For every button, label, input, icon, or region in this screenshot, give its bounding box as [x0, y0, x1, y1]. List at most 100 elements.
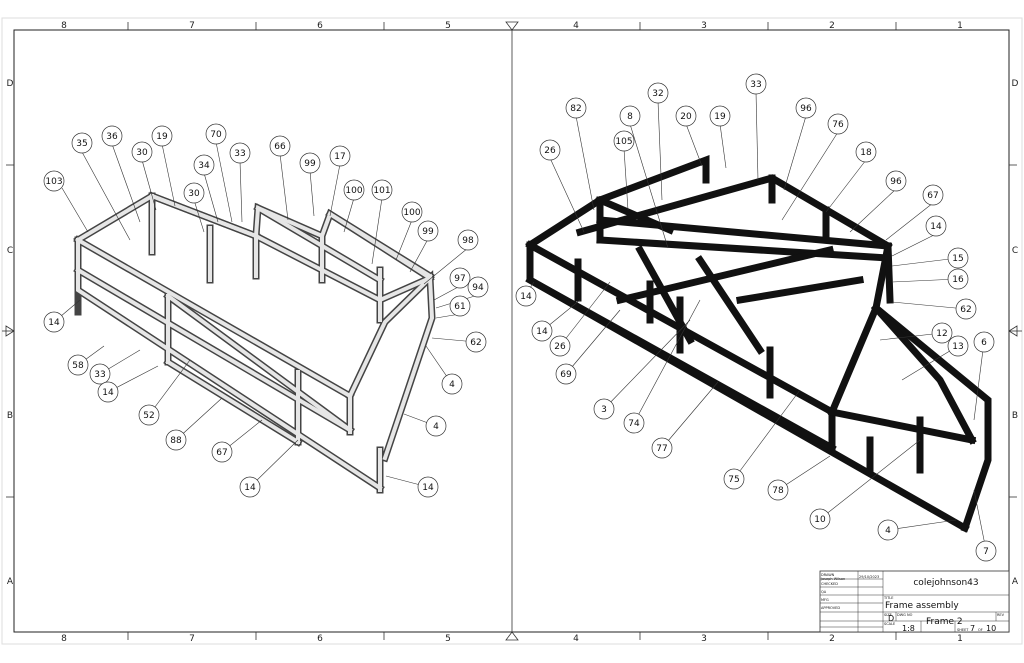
scale-label: SCALE [884, 622, 895, 626]
balloon: 82 [570, 104, 581, 114]
col-label-top: 3 [701, 21, 707, 31]
col-label-bottom: 2 [829, 634, 835, 644]
company-name: colejohnson43 [913, 578, 978, 588]
col-label-bottom: 6 [317, 634, 323, 644]
balloon: 6 [981, 338, 987, 348]
balloon: 4 [885, 526, 891, 536]
balloon: 99 [304, 159, 316, 169]
col-label-top: 7 [189, 21, 195, 31]
scale-value: 1:8 [902, 624, 915, 633]
balloon: 96 [800, 104, 812, 114]
balloon: 3 [601, 405, 607, 415]
balloon: 19 [156, 132, 168, 142]
balloon: 26 [554, 342, 566, 352]
balloon: 67 [927, 191, 938, 201]
dwg-label: DWG NO [897, 613, 913, 617]
sheet-number: 7 [970, 624, 975, 633]
row-label-left: D [7, 79, 14, 89]
balloon: 30 [188, 189, 200, 199]
balloon: 36 [106, 132, 118, 142]
balloon: 97 [454, 274, 465, 284]
dwg-number: Frame 2 [926, 617, 963, 627]
balloon: 103 [45, 177, 62, 187]
balloon: 14 [48, 318, 60, 328]
balloon: 62 [470, 338, 481, 348]
col-label-top: 8 [61, 21, 67, 31]
balloon: 17 [334, 152, 345, 162]
balloon: 13 [952, 342, 963, 352]
col-label-top: 6 [317, 21, 323, 31]
balloon: 100 [345, 186, 362, 196]
approved-label: APPROVED [821, 606, 840, 610]
balloon: 4 [449, 380, 455, 390]
row-label-right: D [1012, 79, 1019, 89]
balloon: 61 [454, 302, 465, 312]
balloon: 14 [520, 292, 532, 302]
sheet-size: D [888, 614, 894, 623]
balloon: 98 [462, 236, 474, 246]
balloon: 26 [544, 146, 556, 156]
balloon: 14 [102, 388, 114, 398]
zone-ticks [6, 22, 1017, 640]
center-markers [2, 21, 1022, 641]
left-balloons: 35 36 30 19 103 70 34 30 33 66 99 17 100… [43, 123, 489, 498]
balloon: 62 [960, 305, 971, 315]
balloon: 76 [832, 120, 844, 130]
size-label: SIZE [884, 613, 892, 617]
balloon: 14 [244, 483, 256, 493]
qa-label: QA [821, 590, 827, 594]
balloon: 74 [628, 419, 640, 429]
balloon: 16 [952, 275, 964, 285]
mfg-label: MFG [821, 598, 829, 602]
zone-labels: 8 7 6 5 4 3 2 1 8 7 6 5 4 3 2 1 D C B A … [7, 21, 1019, 644]
rev-label: REV [997, 613, 1005, 617]
balloon: 99 [422, 227, 434, 237]
balloon: 88 [170, 436, 182, 446]
col-label-top: 2 [829, 21, 835, 31]
title-block: DRAWN Joseph Wilson 29/10/2023 CHECKED Q… [819, 570, 1010, 633]
row-label-left: A [7, 577, 14, 587]
row-label-right: B [1012, 411, 1018, 421]
balloon: 20 [680, 112, 692, 122]
balloon: 12 [936, 329, 947, 339]
col-label-bottom: 8 [61, 634, 67, 644]
right-balloons: 33 82 8 32 20 19 96 76 26 105 18 96 67 1… [515, 73, 997, 562]
balloon: 10 [814, 515, 826, 525]
checked-label: CHECKED [821, 582, 838, 586]
balloon: 75 [728, 475, 739, 485]
balloon: 14 [536, 327, 548, 337]
balloon: 14 [930, 222, 942, 232]
row-label-left: B [7, 411, 13, 421]
col-label-bottom: 1 [957, 634, 963, 644]
balloon: 33 [94, 370, 105, 380]
balloon: 7 [983, 547, 989, 557]
drawing-title: Frame assembly [885, 601, 959, 611]
balloon: 69 [560, 370, 572, 380]
row-label-right: C [1012, 246, 1018, 256]
balloon: 18 [860, 148, 872, 158]
balloon: 101 [373, 186, 390, 196]
balloon: 35 [76, 139, 87, 149]
drawing-frame [13, 29, 1010, 633]
col-label-top: 5 [445, 21, 451, 31]
balloon: 58 [72, 361, 84, 371]
balloon: 34 [198, 161, 210, 171]
col-label-top: 1 [957, 21, 963, 31]
drawn-date: 29/10/2023 [859, 575, 879, 579]
balloon: 8 [627, 112, 633, 122]
balloon: 96 [890, 177, 902, 187]
balloon: 4 [433, 422, 439, 432]
sheet-label: SHEET [957, 628, 969, 632]
balloon: 67 [216, 448, 227, 458]
row-label-right: A [1012, 577, 1019, 587]
balloon: 19 [714, 112, 726, 122]
balloon: 33 [750, 80, 761, 90]
col-label-top: 4 [573, 21, 579, 31]
left-frame-view [73, 191, 436, 494]
drawn-label: DRAWN [821, 573, 835, 577]
balloon: 66 [274, 142, 286, 152]
title-label: TITLE [883, 596, 893, 600]
col-label-bottom: 7 [189, 634, 195, 644]
sheet-total: 10 [986, 624, 996, 633]
